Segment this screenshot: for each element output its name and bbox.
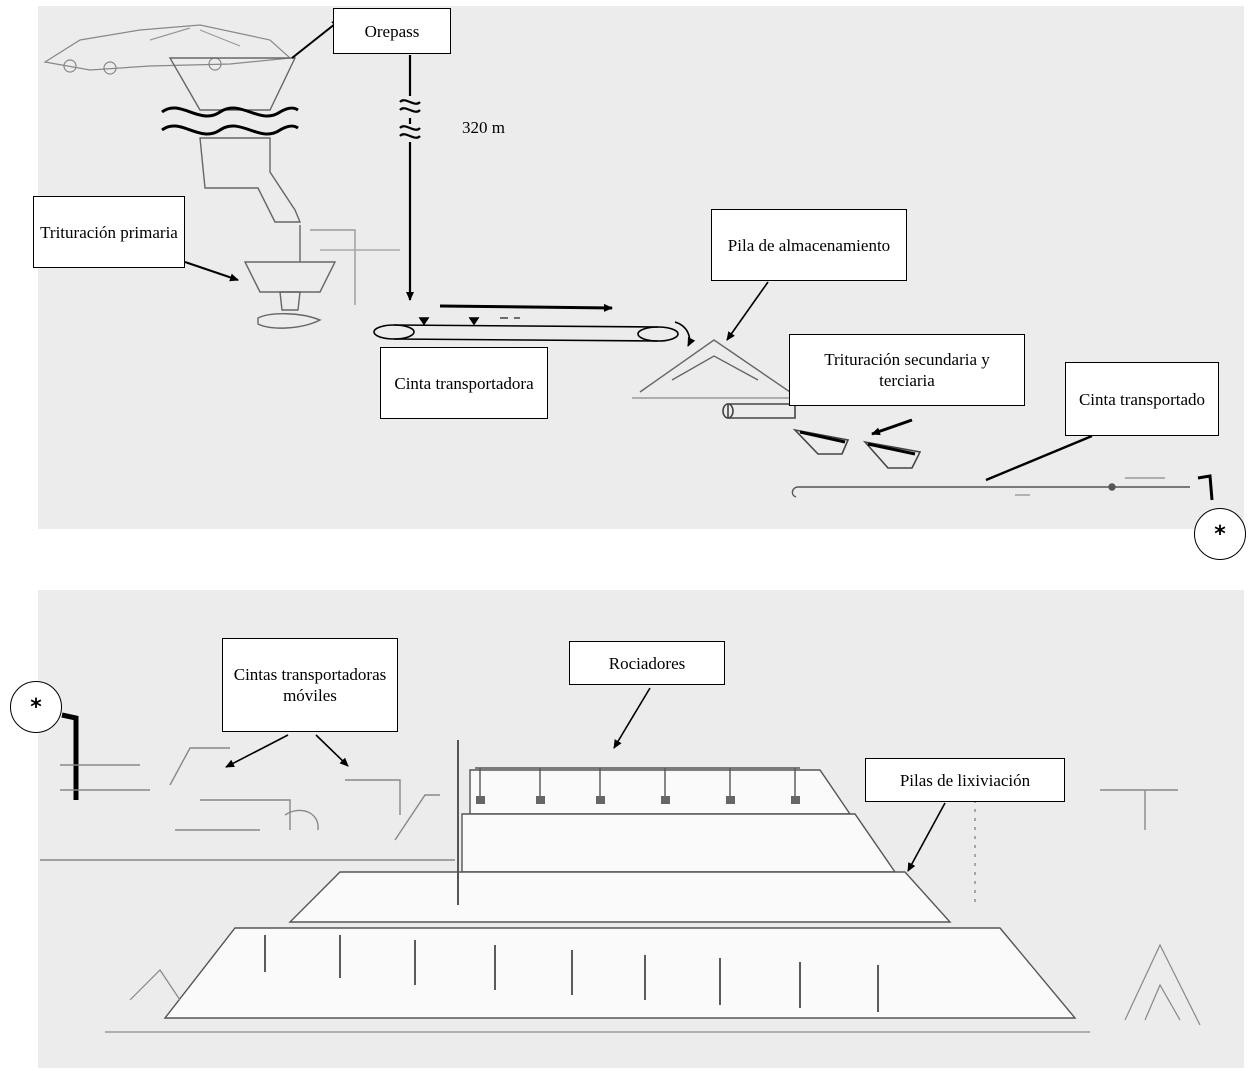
base-slope-lines — [105, 943, 1201, 1033]
mobile-conveyors-sketch — [40, 747, 455, 861]
primary-crusher-sketch — [243, 225, 400, 329]
sprinklers-pointer — [613, 687, 651, 749]
orepass-shaft — [399, 55, 421, 301]
break-lines-bin — [161, 106, 299, 136]
right-side-equipment — [974, 789, 1178, 905]
haul-truck-sketch — [43, 24, 292, 75]
process-diagram-top-panel — [38, 6, 1244, 529]
connector-marker-bottom: * — [10, 681, 62, 733]
orepass-pointer — [291, 19, 341, 59]
stockpile-pointer — [726, 281, 769, 341]
main-conveyor — [373, 317, 696, 347]
connector-pipe-top — [1197, 474, 1214, 501]
secondary-tertiary-crushing-label: Trituración secundaria y terciaria — [789, 334, 1025, 406]
mobile-conveyors-label: Cintas transportadoras móviles — [222, 638, 398, 732]
leach-piles-pointer — [907, 802, 946, 872]
primary-crushing-label: Trituración primaria — [33, 196, 185, 268]
secondary-crushing-pointer — [871, 418, 913, 436]
final-conveyor — [791, 477, 1190, 498]
flow-direction-arrow — [439, 303, 613, 312]
sprinkler-heads — [476, 796, 800, 804]
drain-pipes — [264, 935, 879, 1012]
stockpile-label: Pila de almacenamiento — [711, 209, 907, 281]
ore-bin-hopper — [168, 57, 302, 223]
mobile-conveyor-pointer-1 — [225, 734, 289, 768]
conveyor-belt-label: Cinta transportadora — [380, 347, 548, 419]
stockpile-sketch — [632, 339, 800, 399]
secondary-crushers-sketch — [722, 403, 922, 469]
connector-pipe-bottom — [61, 712, 79, 800]
orepass-label: Orepass — [333, 8, 451, 54]
sprinkler-header — [475, 767, 800, 800]
connector-marker-top: * — [1194, 508, 1246, 560]
primary-crushing-pointer — [184, 261, 239, 282]
conveyor-2-pointer — [985, 434, 1093, 482]
conveyor-belt-2-label: Cinta transportado — [1065, 362, 1219, 436]
mobile-conveyor-pointer-2 — [315, 734, 349, 767]
leach-pile-tiers — [163, 769, 1077, 1019]
sprinklers-label: Rociadores — [569, 641, 725, 685]
depth-label: 320 m — [462, 118, 505, 137]
leach-piles-label: Pilas de lixiviación — [865, 758, 1065, 802]
